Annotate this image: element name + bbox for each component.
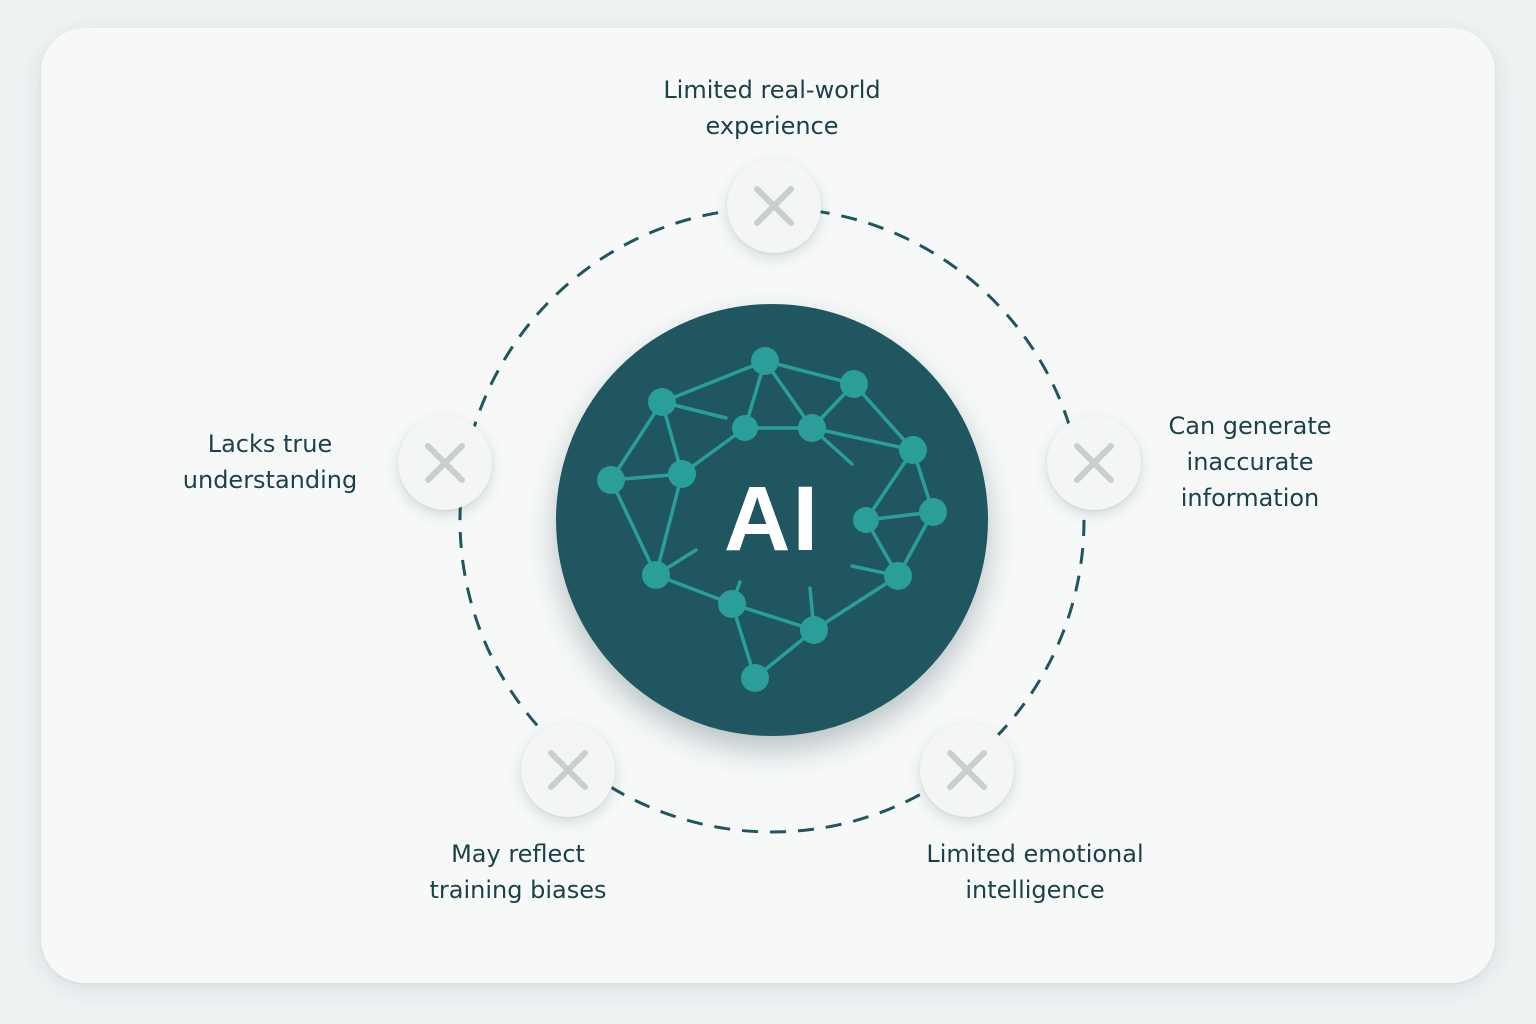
limitation-caption-right: Can generate inaccurate information (1140, 408, 1360, 516)
limitation-caption-bottom-right: Limited emotional intelligence (895, 836, 1175, 908)
close-icon (754, 186, 794, 226)
caption-line: intelligence (965, 876, 1105, 904)
caption-line: Can generate (1168, 412, 1332, 440)
close-icon (1074, 443, 1114, 483)
caption-line: inaccurate (1186, 448, 1314, 476)
caption-line: experience (705, 112, 839, 140)
limitation-caption-bottom-left: May reflect training biases (398, 836, 638, 908)
caption-line: May reflect (451, 840, 585, 868)
caption-line: Lacks true (207, 430, 333, 458)
limitation-caption-left: Lacks true understanding (160, 426, 380, 498)
caption-line: understanding (182, 466, 358, 494)
limitation-badge-top (727, 159, 821, 253)
limitation-badge-right (1047, 416, 1141, 510)
limitation-badge-bottom-left (521, 723, 615, 817)
close-icon (425, 443, 465, 483)
close-icon (947, 750, 987, 790)
ai-label: AI (724, 468, 820, 570)
limitation-badge-bottom-right (920, 723, 1014, 817)
caption-line: Limited real-world (663, 76, 881, 104)
caption-line: training biases (429, 876, 607, 904)
close-icon (548, 750, 588, 790)
ai-hub: AI (556, 304, 988, 736)
limitation-caption-top: Limited real-world experience (622, 72, 922, 144)
caption-line: Limited emotional (926, 840, 1144, 868)
caption-line: information (1180, 484, 1320, 512)
limitation-badge-left (398, 416, 492, 510)
neural-network-brain-icon (597, 347, 947, 692)
